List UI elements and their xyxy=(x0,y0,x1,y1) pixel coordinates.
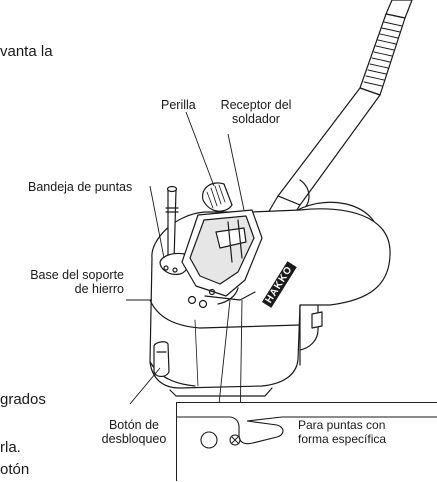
label-boton-line1: Botón de xyxy=(108,418,160,432)
label-receptor-line1: Receptor del xyxy=(220,98,292,112)
body-text-fragment-rla: rla. xyxy=(0,439,21,456)
label-perilla: Perilla xyxy=(161,98,196,112)
knob xyxy=(201,182,233,212)
label-base-line2: de hierro xyxy=(74,282,124,297)
label-receptor-line2: soldador xyxy=(232,112,280,127)
tip-tray xyxy=(159,185,189,275)
body-text-fragment-top: vanta la xyxy=(0,43,53,60)
unlock-button xyxy=(153,341,170,378)
inset-detail: Para puntas con forma específica xyxy=(176,402,437,481)
inset-hole-special xyxy=(229,434,241,446)
body-text-fragment-oton: otón xyxy=(0,461,30,478)
label-puntas-line2: forma específica xyxy=(298,431,387,446)
label-base: Base del soporte de hierro xyxy=(10,268,124,297)
iron-receptor xyxy=(181,209,263,309)
label-boton: Botón de desbloqueo xyxy=(96,418,172,447)
inset-hole-round xyxy=(200,431,218,449)
label-bandeja: Bandeja de puntas xyxy=(28,180,133,194)
label-boton-line2: desbloqueo xyxy=(101,432,167,447)
inset-drawing xyxy=(177,416,437,449)
label-puntas: Para puntas con forma específica xyxy=(298,418,387,447)
side-clip xyxy=(311,311,323,329)
label-base-line1: Base del soporte xyxy=(30,268,124,282)
label-puntas-line1: Para puntas con xyxy=(298,418,386,432)
body-text-fragment-grados: grados xyxy=(0,391,46,408)
label-receptor: Receptor del soldador xyxy=(206,98,306,127)
